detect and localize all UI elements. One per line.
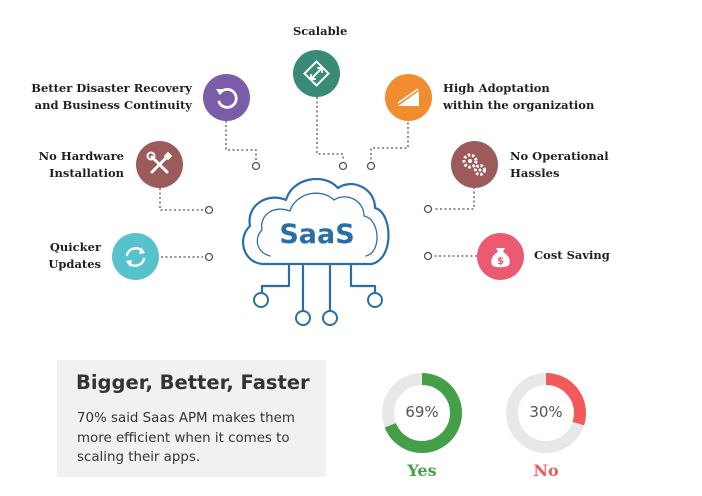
donut-yes-arc: [382, 373, 462, 453]
donut-no-arc: [506, 373, 586, 453]
summary-title: Bigger, Better, Faster: [76, 371, 310, 394]
label-line: Quicker: [49, 240, 101, 254]
node-scalable: [338, 161, 348, 171]
rising-ramp-icon: [397, 88, 419, 106]
cloud-node-1: [253, 292, 269, 308]
refresh-arrow-icon: [216, 88, 238, 109]
donut-yes-chart: [382, 373, 462, 453]
donut-no-chart: [506, 373, 586, 453]
label-scalable: Scalable: [293, 23, 347, 40]
label-line: High Adoptation: [443, 81, 550, 95]
label-line: Hassles: [510, 166, 560, 180]
label-no-operational: No Operational Hassles: [510, 148, 609, 182]
label-line: and Business Continuity: [34, 98, 192, 112]
no-hardware-circle: [136, 141, 183, 188]
no-operational-circle: [451, 141, 498, 188]
scale-diagonal-icon: [303, 60, 330, 87]
disaster-recovery-circle: [203, 74, 250, 121]
scalable-circle: [293, 50, 340, 97]
quicker-updates-circle: [112, 233, 159, 280]
donut-no: 30%: [505, 372, 587, 454]
label-disaster-recovery: Better Disaster Recovery and Business Co…: [31, 80, 192, 114]
node-cost-saving: [423, 251, 433, 261]
node-quicker-updates: [204, 252, 214, 262]
summary-card: Bigger, Better, Faster 70% said Saas APM…: [57, 360, 326, 477]
sync-icon: [125, 247, 146, 267]
summary-body: 70% said Saas APM makes them more effici…: [77, 411, 295, 465]
label-line: Better Disaster Recovery: [31, 81, 192, 95]
tools-icon: [146, 151, 173, 174]
cloud-node-3: [322, 310, 338, 326]
label-line: within the organization: [443, 98, 595, 112]
cloud-icon: [241, 178, 390, 312]
connector-no-operational: [433, 187, 475, 210]
cloud-node-2: [295, 310, 311, 326]
connector-disaster-recovery: [225, 116, 257, 160]
node-disaster-recovery: [251, 161, 261, 171]
label-no-hardware: No Hardware Installation: [39, 148, 124, 182]
label-line: No Operational: [510, 149, 609, 163]
donut-yes: 69%: [381, 372, 463, 454]
label-line: Scalable: [293, 24, 348, 38]
cloud-center-label: SaaS: [279, 219, 354, 250]
label-line: Cost Saving: [534, 248, 610, 262]
label-cost-saving: Cost Saving: [534, 247, 610, 264]
donut-no-percent: 30%: [529, 403, 563, 421]
label-adoption: High Adoptation within the organization: [443, 80, 594, 114]
connector-adoption: [370, 118, 409, 160]
node-no-operational: [423, 204, 433, 214]
connector-no-hardware: [159, 188, 203, 211]
label-line: No Hardware: [38, 149, 124, 163]
svg-text:$: $: [497, 256, 504, 267]
donut-yes-percent: 69%: [405, 403, 439, 421]
adoption-circle: [385, 74, 432, 121]
connector-scalable: [316, 97, 344, 160]
label-line: Updates: [48, 257, 101, 271]
donut-no-caption: No: [533, 461, 559, 480]
label-quicker-updates: Quicker Updates: [48, 239, 101, 273]
money-bag-icon: $: [491, 248, 510, 268]
cloud-node-4: [367, 292, 383, 308]
donut-yes-caption: Yes: [407, 461, 437, 480]
cost-saving-circle: $: [477, 233, 524, 280]
node-no-hardware: [204, 205, 214, 215]
gears-icon: [462, 153, 486, 176]
node-adoption: [366, 161, 376, 171]
label-line: Installation: [49, 166, 124, 180]
